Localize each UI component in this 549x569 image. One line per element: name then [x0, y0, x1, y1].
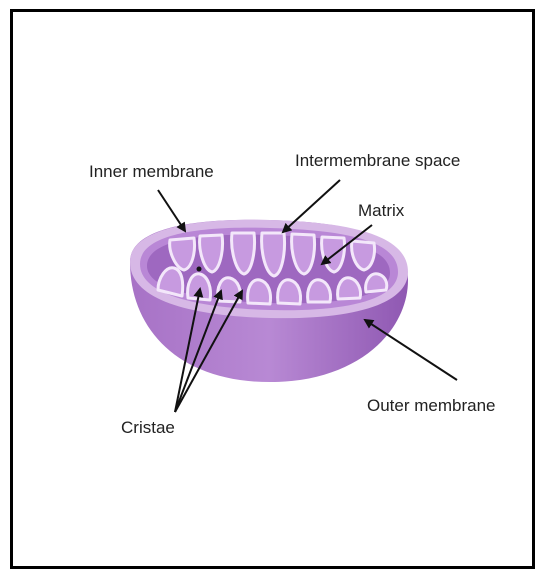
crista-bottom-6 [308, 280, 331, 302]
label-inner-membrane: Inner membrane [89, 163, 214, 180]
label-outer-membrane: Outer membrane [367, 397, 496, 414]
mitochondrion-diagram [0, 0, 549, 553]
crista-bottom-7 [338, 278, 361, 299]
crista-bottom-8 [366, 274, 387, 292]
crista-bottom-4 [248, 280, 271, 304]
arrow-inner-membrane [158, 190, 185, 231]
matrix-granule [197, 267, 202, 272]
arrow-outer-membrane [365, 320, 457, 380]
label-cristae: Cristae [121, 419, 175, 436]
label-matrix: Matrix [358, 202, 404, 219]
crista-bottom-5 [278, 280, 301, 304]
label-intermembrane-space: Intermembrane space [295, 152, 460, 169]
